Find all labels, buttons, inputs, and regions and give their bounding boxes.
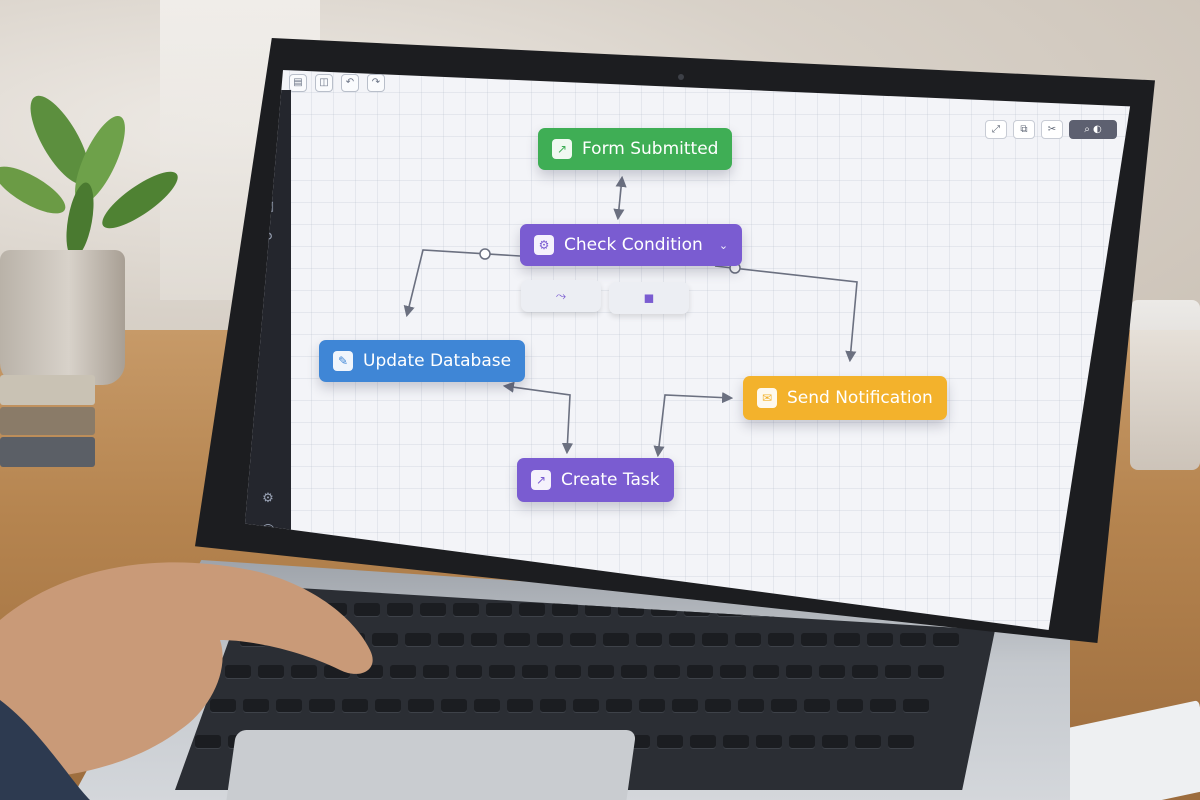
connector-form-to-check — [613, 175, 627, 221]
node-label: Check Condition — [564, 235, 703, 255]
node-check-condition[interactable]: ⚙ Check Condition ⌄ — [520, 224, 743, 266]
connector-task-to-notification — [653, 391, 734, 458]
zoom-fit-icon[interactable]: ⤢ — [985, 120, 1007, 139]
node-send-notification[interactable]: ✉ Send Notification — [743, 376, 947, 420]
cut-icon[interactable]: ✂ — [1041, 120, 1063, 139]
mail-icon: ✉ — [757, 388, 777, 408]
canvas-tools: ⤢ ⧉ ✂ ⌕ ◐ — [985, 120, 1117, 139]
node-form-submitted[interactable]: ↗ Form Submitted — [538, 128, 733, 170]
settings-icon[interactable]: ⚙ — [262, 491, 274, 506]
node-update-database[interactable]: ✎ Update Database — [319, 340, 526, 382]
node-label: Create Task — [561, 470, 660, 490]
node-label: Update Database — [363, 351, 512, 371]
connector-check-to-notification — [714, 265, 858, 363]
undo-icon[interactable]: ↶ — [341, 74, 359, 92]
database-icon: ✎ — [333, 351, 353, 371]
node-create-task[interactable]: ↗ Create Task — [517, 458, 674, 502]
webcam-icon — [678, 74, 684, 80]
task-icon: ↗ — [531, 470, 551, 490]
top-toolbar: ▤ ◫ ↶ ↷ — [285, 72, 1130, 94]
chart-icon: ↗ — [552, 139, 572, 159]
node-label: Send Notification — [787, 388, 933, 408]
connector-database-to-task — [502, 381, 574, 455]
copy-icon[interactable]: ⧉ — [1013, 120, 1035, 139]
chevron-down-icon[interactable]: ⌄ — [718, 238, 729, 252]
redo-icon[interactable]: ↷ — [367, 74, 385, 92]
workflow-app-screen: ▤ ◫ ↶ ↷ ⌃ ⬡ ⌘ ▥ ⚲ ⚙ ◯ ☺ ⤢ ⧉ ✂ ⌕ ◐ — [245, 70, 1131, 630]
desk-object — [1130, 300, 1200, 470]
search-settings-icon[interactable]: ⌕ ◐ — [1069, 120, 1117, 139]
plant-icon — [0, 95, 178, 258]
gear-icon: ⚙ — [534, 235, 554, 255]
plant-pot — [0, 250, 125, 385]
book-stack — [0, 375, 95, 490]
flow-connectors — [403, 175, 858, 458]
branch-icon: ⤳ — [555, 288, 567, 304]
layers-icon[interactable]: ◫ — [315, 74, 333, 92]
briefcase-icon: ◼ — [643, 290, 655, 306]
file-icon[interactable]: ▤ — [289, 74, 307, 92]
node-label: Form Submitted — [582, 139, 719, 159]
branch-option[interactable]: ◼ — [609, 282, 689, 314]
connector-check-to-database — [403, 249, 521, 318]
branch-option[interactable]: ⤳ — [521, 280, 601, 312]
hand — [0, 562, 373, 800]
